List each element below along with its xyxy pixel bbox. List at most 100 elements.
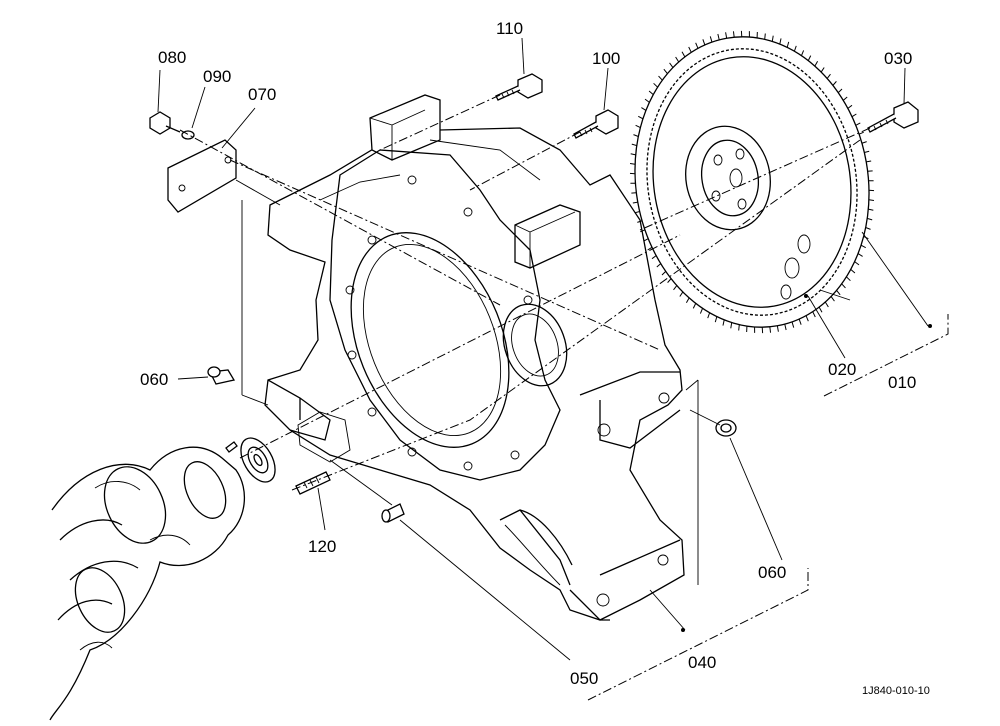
gear-tooth [722,319,725,326]
gear-tooth [695,42,699,49]
pin-050 [381,503,405,523]
gear-tooth [673,285,678,291]
gear-tooth [805,315,809,322]
gear-tooth [699,308,704,314]
gear-tooth [769,326,772,333]
gear-tooth [633,134,639,137]
gear-tooth [861,141,867,144]
gear-tooth [846,276,851,282]
gear-tooth [638,115,644,120]
gear-tooth [732,31,735,38]
gear-tooth [651,255,657,260]
callout-120: 120 [308,537,336,556]
gear-tooth [776,325,779,332]
stud-120 [295,471,331,495]
gear-tooth [667,278,672,283]
callout-090: 090 [203,67,231,86]
callout-060-left: 060 [140,370,168,389]
gear-tooth [800,50,805,56]
gear-tooth [837,88,843,94]
gear-tooth [864,150,870,153]
dowel-060-right [715,419,737,437]
flywheel [634,36,870,328]
gear-tooth [653,82,658,88]
gear-tooth [868,199,875,201]
gear-tooth [725,32,728,39]
gear-tooth [798,318,802,325]
gear-tooth [826,73,831,79]
ring-gear-teeth [629,30,875,334]
gear-tooth [634,211,640,214]
gear-tooth [630,153,636,156]
gear-tooth [656,263,662,268]
gear-tooth [814,61,819,67]
callout-110: 110 [496,19,523,38]
gear-tooth [868,208,874,211]
callout-labels: 080 090 070 110 100 030 060 120 060 050 … [140,19,916,688]
gear-tooth [784,324,787,331]
gear-tooth [791,321,795,328]
bolt-030 [867,101,919,133]
gear-tooth [635,124,641,129]
callout-080: 080 [158,48,186,67]
gear-tooth [688,46,692,53]
gear-tooth [692,303,697,309]
gear-tooth [867,217,873,221]
gear-tooth [702,39,706,46]
gear-tooth [860,244,866,249]
dowel-060-left [207,366,236,385]
gear-tooth [709,36,713,43]
gear-tooth [841,283,846,289]
gear-tooth [807,55,812,61]
gear-tooth [847,104,853,109]
gear-tooth [764,33,766,40]
gear-tooth [832,81,837,86]
gear-tooth [863,235,869,240]
gear-tooth [786,41,790,48]
callout-030: 030 [884,49,912,68]
gear-tooth [658,75,663,81]
gear-tooth [717,33,720,40]
gear-tooth [830,296,835,302]
gear-tooth [779,38,782,45]
gear-tooth [629,163,636,165]
callout-100: 100 [592,49,620,68]
callout-060-right: 060 [758,563,786,582]
cover-plate-070 [167,139,237,213]
gear-tooth [738,324,740,331]
flywheel-housing [264,94,685,621]
gear-tooth [865,227,871,230]
gear-tooth [842,96,848,101]
gear-tooth [858,131,864,135]
gear-tooth [637,220,643,223]
gear-tooth [644,98,650,103]
gear-tooth [714,316,718,323]
gear-tooth [631,143,637,147]
gear-tooth [730,322,733,329]
gear-tooth [855,122,861,126]
gear-tooth [681,51,686,58]
callout-070: 070 [248,85,276,104]
center-lines [179,94,871,585]
gear-tooth [679,291,684,297]
gear-tooth [857,253,863,257]
gear-tooth [850,269,856,274]
gear-tooth [641,107,647,111]
bolt-100 [573,109,619,139]
callout-010: 010 [888,373,916,392]
small-pin [225,441,238,453]
crankshaft [49,446,246,721]
gear-tooth [836,290,841,296]
gear-tooth [793,45,797,52]
gear-tooth [851,113,857,118]
callout-040: 040 [688,653,716,672]
gear-tooth [707,312,711,319]
gear-tooth [675,56,680,63]
gear-tooth [661,270,667,276]
bolt-110 [495,73,543,101]
bearing [240,437,276,483]
gear-tooth [820,67,825,73]
gear-tooth [771,35,774,42]
gear-tooth [647,246,653,251]
